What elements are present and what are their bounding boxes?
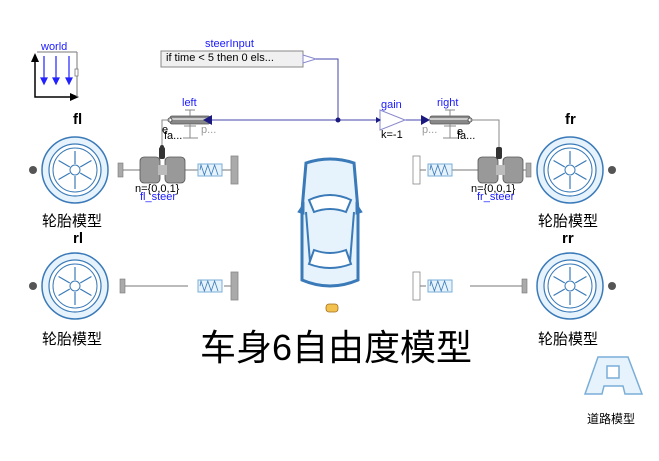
wheel-rr-name: rr [562, 230, 574, 247]
wheel-rr-caption: 轮胎模型 [538, 331, 599, 348]
road-caption: 道路模型 [587, 412, 636, 426]
junction-dot [335, 117, 341, 123]
wheel-fl-caption: 轮胎模型 [42, 213, 103, 230]
steer-input-expression[interactable]: if time < 5 then 0 els... [166, 52, 274, 64]
signal-lines [212, 58, 424, 121]
left-actuator[interactable] [161, 109, 212, 150]
wheel-rl-name: rl [73, 230, 84, 247]
fr-steer-joint[interactable] [440, 147, 532, 184]
right-port-fa: fa... [457, 130, 476, 142]
fl-steer-label: fl_steer [140, 191, 177, 203]
wheel-fr-caption: 轮胎模型 [538, 213, 599, 230]
wheel-connector-dot [608, 282, 616, 290]
right-actuator-label: right [437, 97, 459, 109]
left-port-e: e [162, 124, 169, 136]
world-icon[interactable] [31, 51, 79, 101]
right-port-e: e [457, 126, 464, 138]
fr-steer-label: fr_steer [477, 191, 515, 203]
wheel-connector-dot [608, 166, 616, 174]
gain-param: k=-1 [381, 129, 403, 141]
wheel-rl-caption: 轮胎模型 [42, 331, 103, 348]
gain-label: gain [381, 99, 402, 111]
wheel-rl-icon[interactable] [29, 252, 109, 320]
rl-link[interactable] [119, 278, 188, 294]
steer-input-label: steerInput [205, 38, 254, 50]
wheel-fr-name: fr [565, 111, 576, 128]
right-actuator[interactable] [421, 109, 500, 150]
sensor-icon [325, 303, 339, 313]
fl-steer-joint[interactable] [117, 145, 230, 184]
world-label: world [41, 41, 68, 53]
wheel-fl-icon[interactable] [29, 136, 109, 204]
wheel-fr-icon[interactable] [536, 136, 616, 204]
suspension-rr[interactable] [412, 271, 453, 301]
rr-link[interactable] [470, 278, 528, 294]
gain-block[interactable] [376, 109, 407, 131]
wheel-fl-name: fl [73, 111, 83, 128]
body-model-title: 车身6自由度模型 [200, 327, 473, 368]
right-port-p: p... [422, 124, 438, 136]
steer-input-block[interactable] [160, 50, 318, 68]
fl-steer-param: n={0,0,1} [135, 183, 180, 195]
wheel-connector-dot [29, 166, 37, 174]
wheel-connector-dot [29, 282, 37, 290]
road-icon[interactable] [583, 356, 644, 395]
left-actuator-label: left [182, 97, 197, 109]
suspension-fr[interactable] [412, 155, 453, 185]
wheel-rr-icon[interactable] [536, 252, 616, 320]
suspension-fl[interactable] [197, 155, 239, 185]
car-body-icon[interactable] [297, 157, 363, 288]
left-port-p: p... [201, 124, 217, 136]
suspension-rl[interactable] [197, 271, 239, 301]
fr-steer-param: n={0,0,1} [471, 183, 516, 195]
left-port-fa: fa... [164, 130, 183, 142]
